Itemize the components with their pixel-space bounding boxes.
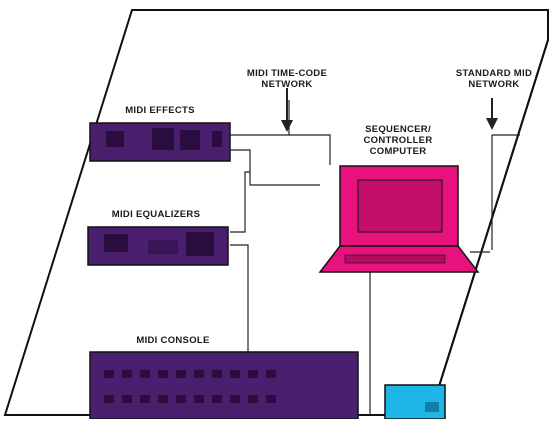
standard-midi-line1: STANDARD MID xyxy=(440,68,548,79)
midi-equalizers-device xyxy=(88,227,228,265)
midi-effects-device xyxy=(90,123,230,161)
midi-timecode-label: MIDI TIME-CODE NETWORK xyxy=(228,68,346,90)
standard-midi-label: STANDARD MID NETWORK xyxy=(440,68,548,90)
cyan-device xyxy=(385,385,445,419)
sequencer-computer xyxy=(320,166,478,272)
midi-console-device xyxy=(90,352,358,419)
midi-console-label: MIDI CONSOLE xyxy=(118,335,228,346)
sequencer-line3: COMPUTER xyxy=(336,146,460,157)
midi-equalizers-label: MIDI EQUALIZERS xyxy=(96,209,216,220)
midi-effects-label: MIDI EFFECTS xyxy=(108,105,212,116)
sequencer-line1: SEQUENCER/ xyxy=(336,124,460,135)
standard-midi-line2: NETWORK xyxy=(440,79,548,90)
midi-timecode-line2: NETWORK xyxy=(228,79,346,90)
midi-timecode-line1: MIDI TIME-CODE xyxy=(228,68,346,79)
sequencer-label: SEQUENCER/ CONTROLLER COMPUTER xyxy=(336,124,460,157)
sequencer-line2: CONTROLLER xyxy=(336,135,460,146)
